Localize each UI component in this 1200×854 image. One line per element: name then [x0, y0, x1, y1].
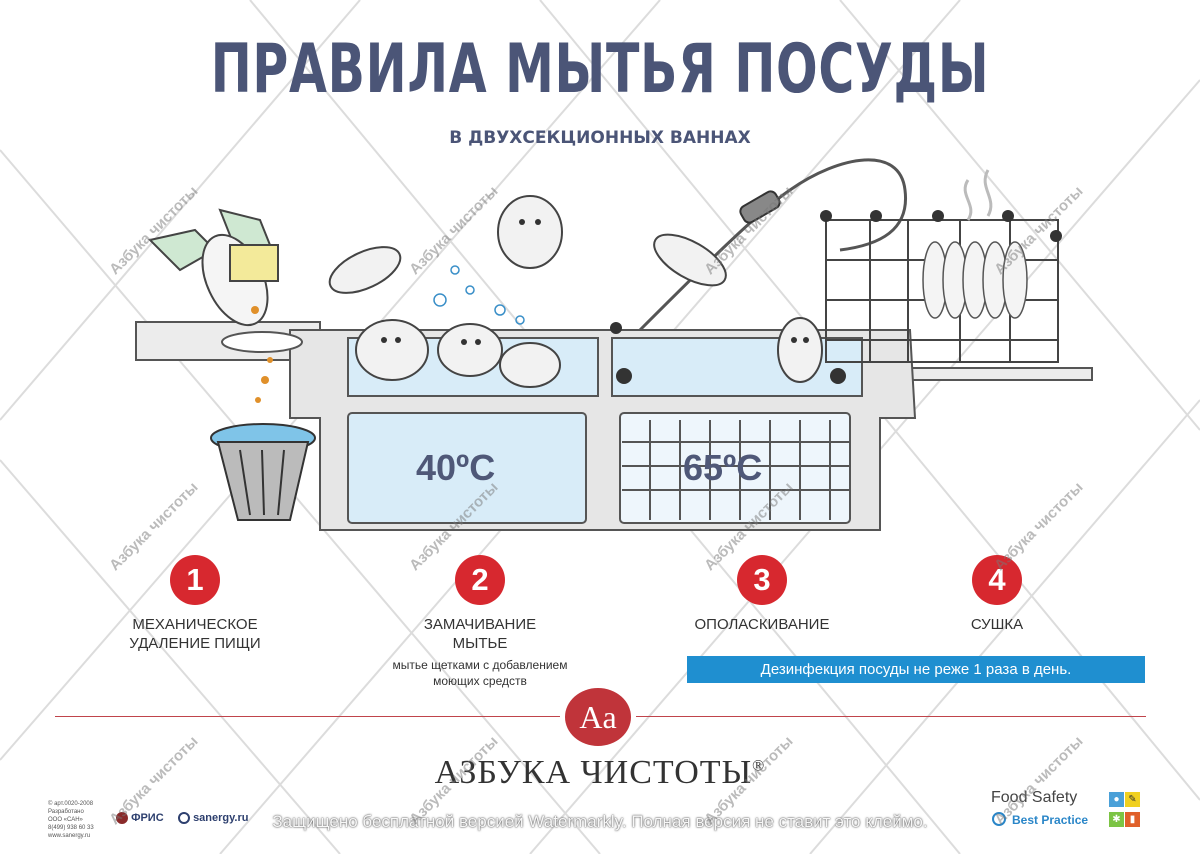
step-label: СУШКА: [922, 615, 1072, 634]
step-label-line: ЗАМАЧИВАНИЕ: [423, 616, 537, 633]
snowflake-icon: ✱: [1109, 812, 1124, 827]
rinse-hose: [638, 158, 908, 332]
copyright-line: www.sanergy.ru: [48, 833, 91, 839]
water-bubbles: [433, 265, 525, 325]
registered-mark: ®: [752, 757, 766, 775]
step-soaking-washing: 2 ЗАМАЧИВАНИЕ МЫТЬЕ мытье щетками с доба…: [360, 555, 600, 689]
step-number-badge: 2: [455, 555, 505, 605]
dish-characters: [328, 195, 823, 388]
drain-icon: [221, 331, 303, 353]
emblem-icon: [116, 812, 128, 825]
scraping-hands: [148, 208, 279, 327]
water-drop-icon: ●: [1109, 792, 1124, 807]
step-label-line: ОПОЛАСКИВАНИЕ: [694, 616, 830, 633]
page-subtitle: В ДВУХСЕКЦИОННЫХ ВАННАХ: [449, 128, 751, 148]
step-label-line: МЫТЬЕ: [452, 635, 508, 652]
shower-head-icon: [739, 190, 781, 224]
partner-logo-fris: ФРИС: [116, 812, 164, 825]
brand-logo: Aa: [565, 688, 631, 746]
sink-illustration: [135, 158, 1093, 531]
copyright-line: © арт.0020-2008: [48, 801, 94, 807]
step-number-badge: 3: [737, 555, 787, 605]
step-label: МЕХАНИЧЕСКОЕ УДАЛЕНИЕ ПИЩИ: [100, 615, 290, 653]
step-mechanical-removal: 1 МЕХАНИЧЕСКОЕ УДАЛЕНИЕ ПИЩИ: [100, 555, 290, 653]
partner-name: sanergy.ru: [193, 812, 249, 824]
copyright-block: © арт.0020-2008 Разработано ООО «САН» 8(…: [48, 800, 98, 840]
wash-tank: [347, 412, 587, 524]
partner-name: ФРИС: [131, 812, 164, 824]
rinse-basin: [611, 337, 863, 397]
post-knob-icon: [830, 368, 846, 384]
partner-logo-sanergy: sanergy.ru: [178, 812, 249, 825]
thermometer-icon: ▮: [1125, 812, 1140, 827]
step-label-line: МЕХАНИЧЕСКОЕ: [132, 616, 258, 633]
step-label: ОПОЛАСКИВАНИЕ: [667, 615, 857, 634]
step-label-line: УДАЛЕНИЕ ПИЩИ: [129, 635, 261, 652]
food-safety-label: Food Safety: [991, 789, 1078, 806]
step-number-badge: 4: [972, 555, 1022, 605]
step-note: мытье щетками с добавлением моющих средс…: [360, 657, 600, 689]
copyright-line: Разработано ООО «САН»: [48, 809, 84, 823]
watermark-strip: Защищено бесплатной версией Watermarkly.…: [272, 812, 928, 831]
stacked-plates: [922, 241, 1028, 319]
post-knob-icon: [616, 368, 632, 384]
post-knob-icon: [610, 322, 622, 334]
page-title: ПРАВИЛА МЫТЬЯ ПОСУДЫ: [210, 30, 990, 109]
best-practice-icon: [992, 812, 1006, 826]
wash-temperature: 40ºC: [416, 447, 496, 488]
steam-icon: [963, 169, 993, 221]
divider-right: [636, 716, 1146, 717]
step-note-line: мытье щетками с добавлением: [392, 658, 568, 672]
food-safety-icons: ●✎✱▮: [1109, 789, 1145, 829]
rack-knob-icon: [820, 210, 1062, 242]
step-number-badge: 1: [170, 555, 220, 605]
brand-name: АЗБУКА ЧИСТОТЫ®: [0, 754, 1200, 792]
step-label: ЗАМАЧИВАНИЕ МЫТЬЕ: [360, 615, 600, 653]
brand-name-text: АЗБУКА ЧИСТОТЫ: [434, 754, 753, 791]
divider-left: [55, 716, 560, 717]
sanergy-swirl-icon: [178, 812, 190, 825]
copyright-line: 8(499) 938 60 33: [48, 825, 94, 831]
pencil-icon: ✎: [1125, 792, 1140, 807]
step-note-line: моющих средств: [433, 674, 527, 688]
rinse-basket: [622, 420, 850, 520]
step-rinsing: 3 ОПОЛАСКИВАНИЕ: [667, 555, 857, 634]
rinse-temperature: 65ºC: [683, 447, 763, 488]
step-label-line: СУШКА: [970, 616, 1024, 633]
trash-bin-icon: [210, 423, 316, 521]
dish-faces: [381, 219, 809, 345]
step-drying: 4 СУШКА: [922, 555, 1072, 634]
disinfection-banner: Дезинфекция посуды не реже 1 раза в день…: [687, 656, 1145, 683]
rinse-tank: [619, 412, 851, 524]
best-practice-label: Best Practice: [1012, 813, 1089, 827]
